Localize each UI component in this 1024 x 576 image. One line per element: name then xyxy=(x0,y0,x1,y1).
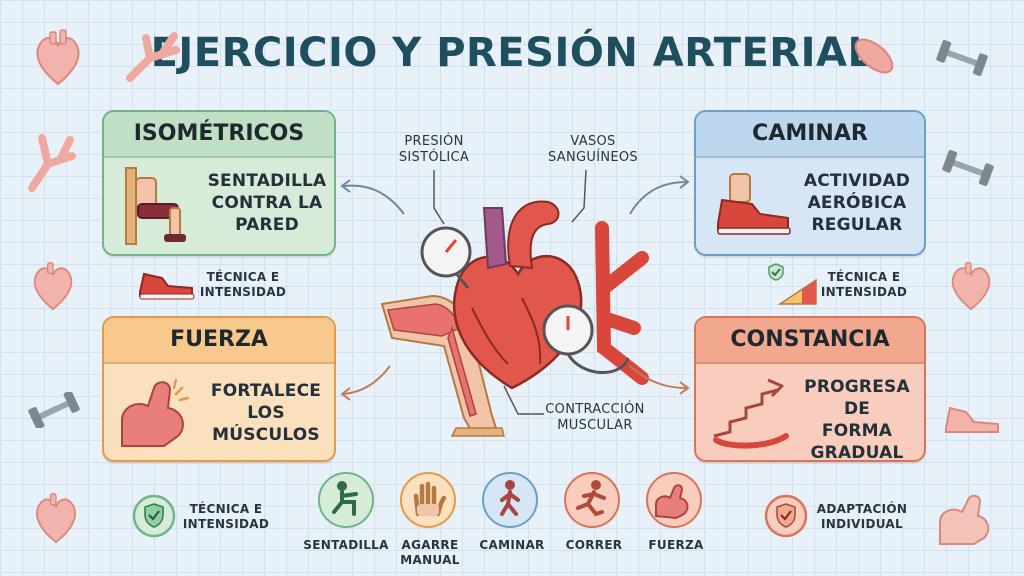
label-vasos-sanguineos: VASOS SANGUÍNEOS xyxy=(548,134,638,165)
card-constancia: CONSTANCIA PROGRESA DE FORMA GRADUAL xyxy=(694,316,926,462)
bottom-icon-correr xyxy=(564,472,620,528)
arrow-to-fuerza xyxy=(340,365,391,401)
card-fuerza-title: FUERZA xyxy=(104,318,334,364)
card-isometricos-title: ISOMÉTRICOS xyxy=(104,112,334,158)
muscle-icon xyxy=(854,38,894,74)
bottom-label-sentadilla: SENTADILLA xyxy=(303,538,389,552)
dumbbell-icon xyxy=(942,150,994,186)
heart-icon xyxy=(36,493,76,544)
hand-icon xyxy=(413,481,447,517)
bottom-label-agarre: AGARRE MANUAL xyxy=(400,538,460,567)
card-isometricos-text: SENTADILLA CONTRA LA PARED xyxy=(207,171,327,235)
walking-person-icon xyxy=(500,480,520,516)
note-tecnica-left: TÉCNICA E INTENSIDAD xyxy=(199,270,287,299)
label-leader-presion xyxy=(433,170,445,225)
card-caminar-text: ACTIVIDAD AERÓBICA REGULAR xyxy=(803,171,911,235)
flexed-arm-icon xyxy=(121,378,190,447)
walking-shoe-icon xyxy=(717,173,791,235)
arrow-to-caminar xyxy=(629,175,690,215)
card-constancia-title: CONSTANCIA xyxy=(696,318,924,364)
bottom-icon-sentadilla xyxy=(318,472,374,528)
label-presion-sistolica: PRESIÓN SISTÓLICA xyxy=(398,134,470,165)
bottom-label-caminar: CAMINAR xyxy=(479,538,545,552)
dumbbell-icon xyxy=(28,392,80,428)
check-shield-icon xyxy=(768,263,784,281)
arrow-to-constancia xyxy=(629,365,690,395)
flexed-arm-icon xyxy=(939,494,990,545)
card-caminar: CAMINAR ACTIVIDAD AERÓBICA REGULAR xyxy=(694,110,926,256)
dumbbell-icon xyxy=(936,40,988,76)
note-tecnica-right: TÉCNICA E INTENSIDAD xyxy=(820,270,908,299)
note-tecnica-bottom: TÉCNICA E INTENSIDAD xyxy=(182,502,270,531)
check-shield-icon xyxy=(132,494,176,538)
page-title: EJERCICIO Y PRESIÓN ARTERIAL xyxy=(150,30,874,76)
progress-steps-icon xyxy=(713,378,789,449)
label-leader-vasos xyxy=(571,169,587,223)
card-constancia-text: PROGRESA DE FORMA GRADUAL xyxy=(804,377,910,462)
shoe-icon xyxy=(139,272,195,300)
arrow-to-isometricos xyxy=(340,179,405,215)
note-adaptacion: ADAPTACIÓN INDIVIDUAL xyxy=(816,502,908,531)
adaptation-shield-icon xyxy=(764,494,808,538)
bottom-icon-agarre xyxy=(400,472,456,528)
bottom-label-correr: CORRER xyxy=(565,538,623,552)
running-person-icon xyxy=(576,480,606,517)
heart-illustration xyxy=(380,200,649,437)
heart-icon xyxy=(33,262,73,311)
card-fuerza: FUERZA FORTALECE LOS MÚSCULOS xyxy=(102,316,336,462)
vessel-icon xyxy=(126,32,180,82)
shoe-icon xyxy=(945,406,999,433)
squat-icon xyxy=(332,481,358,516)
wall-squat-icon xyxy=(125,167,186,245)
vessel-icon xyxy=(28,134,76,192)
gauge-icon xyxy=(777,278,817,305)
bottom-label-fuerza: FUERZA xyxy=(648,538,704,552)
card-isometricos: ISOMÉTRICOS SENTADILLA CONTRA LA PARED xyxy=(102,110,336,256)
label-leader-contraccion xyxy=(503,385,544,415)
bottom-icon-caminar xyxy=(482,472,538,528)
card-fuerza-text: FORTALECE LOS MÚSCULOS xyxy=(210,381,322,445)
label-contraccion-muscular: CONTRACCIÓN MUSCULAR xyxy=(545,402,645,433)
heart-icon xyxy=(951,262,991,311)
bottom-icon-fuerza xyxy=(646,472,702,528)
card-caminar-title: CAMINAR xyxy=(696,112,924,158)
heart-icon xyxy=(36,29,80,86)
flexed-arm-icon xyxy=(655,484,689,520)
